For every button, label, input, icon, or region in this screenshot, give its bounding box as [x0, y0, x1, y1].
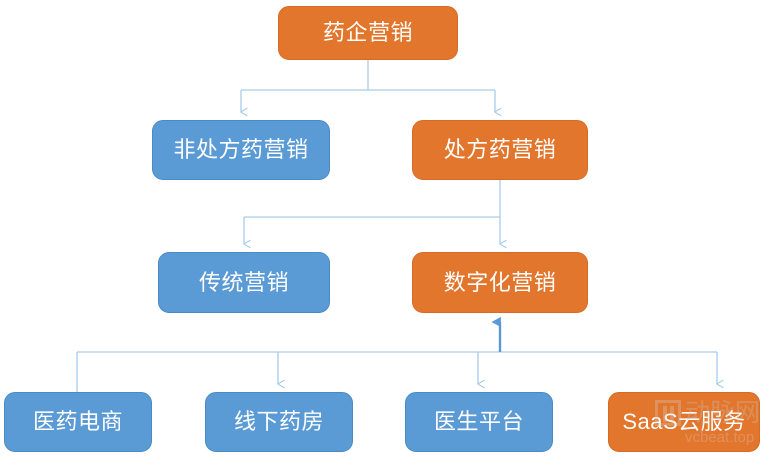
node-digital-marketing[interactable]: 数字化营销	[412, 252, 588, 313]
node-pharma-ecommerce-label: 医药电商	[32, 409, 123, 434]
node-doctor-platform[interactable]: 医生平台	[405, 392, 553, 452]
node-saas-cloud-service[interactable]: SaaS云服务	[608, 392, 760, 452]
node-root[interactable]: 药企营销	[278, 6, 458, 60]
node-root-label: 药企营销	[322, 20, 413, 45]
node-rx-label: 处方药营销	[443, 137, 557, 162]
node-saas-cloud-service-label: SaaS云服务	[622, 409, 746, 434]
node-offline-pharmacy[interactable]: 线下药房	[205, 392, 353, 452]
node-offline-pharmacy-label: 线下药房	[233, 409, 324, 434]
node-otc-label: 非处方药营销	[173, 137, 309, 162]
node-traditional-marketing[interactable]: 传统营销	[158, 252, 330, 313]
node-pharma-ecommerce[interactable]: 医药电商	[4, 392, 152, 452]
node-rx[interactable]: 处方药营销	[412, 120, 588, 180]
node-otc[interactable]: 非处方药营销	[152, 120, 330, 180]
node-traditional-marketing-label: 传统营销	[198, 269, 289, 295]
node-digital-marketing-label: 数字化营销	[443, 269, 557, 295]
node-doctor-platform-label: 医生平台	[433, 409, 524, 434]
